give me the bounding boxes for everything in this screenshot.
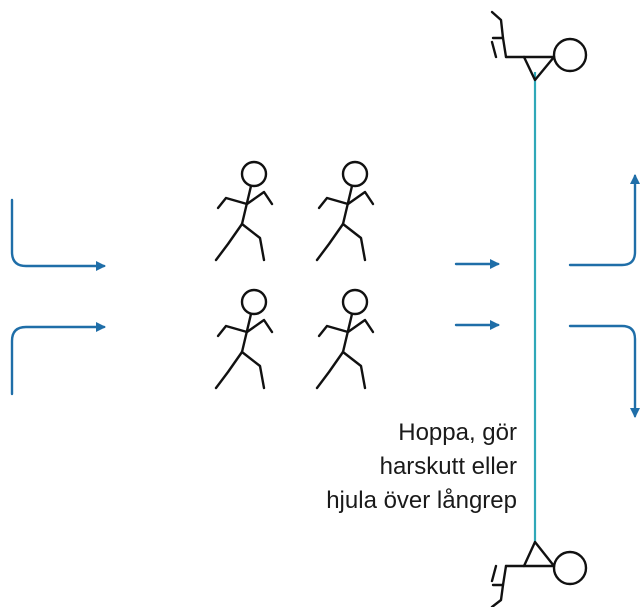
entry-arrow-top bbox=[10, 198, 106, 271]
exit-arrow-top bbox=[568, 174, 640, 267]
rope-turner-top bbox=[490, 10, 588, 82]
caption-line-1: Hoppa, gör bbox=[398, 419, 517, 446]
instruction-caption: Hoppa, gör harskutt eller hjula över lån… bbox=[197, 416, 517, 518]
runner-figure bbox=[214, 160, 274, 262]
rope-turner-bottom bbox=[490, 540, 588, 607]
entry-arrow-bottom bbox=[10, 322, 106, 396]
runner-figure bbox=[315, 288, 375, 390]
runner-figure bbox=[315, 160, 375, 262]
runner-figure bbox=[214, 288, 274, 390]
caption-line-2: harskutt eller bbox=[379, 453, 517, 480]
caption-line-3: hjula över långrep bbox=[326, 487, 517, 514]
exit-arrow-bottom bbox=[568, 324, 640, 418]
